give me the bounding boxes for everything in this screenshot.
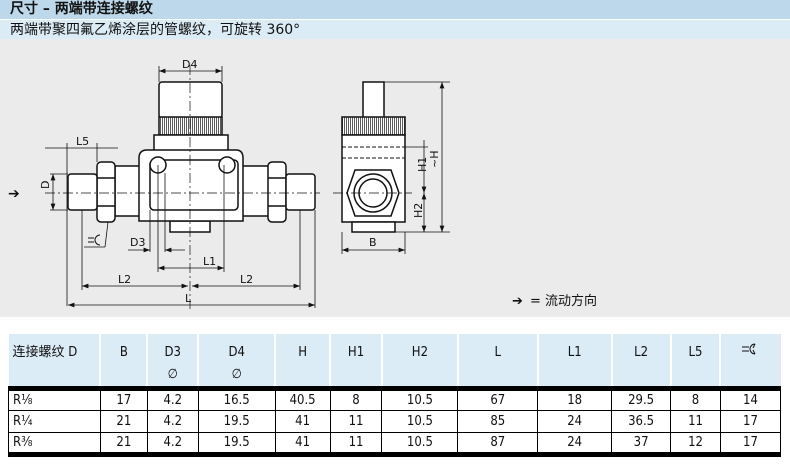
col-l2: L2 <box>610 334 671 391</box>
table-cell: 17 <box>99 388 148 411</box>
side-view <box>341 81 406 233</box>
table-cell: 12 <box>670 432 721 457</box>
label-l1: L1 <box>203 255 216 268</box>
wrench-icon <box>741 343 756 355</box>
label-h1: H1 <box>416 157 429 172</box>
flow-arrow-icon: ➔ <box>8 186 20 202</box>
table-header-row: 连接螺纹 D B D3∅ D4∅ H H1 H2 L L1 L2 L5 <box>8 334 781 391</box>
table-cell: 11 <box>329 410 382 433</box>
col-d3: D3∅ <box>146 334 199 391</box>
table-cell: 17 <box>719 432 782 457</box>
table-cell: 19.5 <box>197 432 276 457</box>
table-cell: 40.5 <box>274 388 331 411</box>
table-cell: 67 <box>457 388 538 411</box>
table-cell: 19.5 <box>197 410 276 433</box>
label-d: D <box>39 181 52 189</box>
col-l5: L5 <box>669 334 721 391</box>
section-title: 尺寸 – 两端带连接螺纹 <box>0 0 790 19</box>
table-cell: 8 <box>329 388 382 411</box>
table-cell: R⅛ <box>8 388 101 411</box>
label-h: ~H <box>428 151 441 169</box>
col-wrench <box>719 334 781 391</box>
label-d3: D3 <box>130 236 145 249</box>
table-cell: 4.2 <box>146 388 199 411</box>
table-cell: 10.5 <box>381 410 458 433</box>
table-cell: 14 <box>719 388 782 411</box>
wrench-icon <box>88 234 101 246</box>
table-cell: 24 <box>537 432 612 457</box>
label-l5: L5 <box>76 135 89 148</box>
table-cell: 29.5 <box>611 388 671 411</box>
table-cell: 11 <box>670 410 721 433</box>
valve-drawing-svg: D4 L5 D D3 L1 L2 L2 L H1 H2 ~H B ➔ ➔ = 流… <box>8 58 597 310</box>
label-h2: H2 <box>412 203 425 218</box>
label-d4: D4 <box>182 58 197 71</box>
table-cell: 37 <box>611 432 671 457</box>
table-cell: 87 <box>457 432 538 457</box>
table-cell: 10.5 <box>381 388 458 411</box>
table-cell: 18 <box>537 388 612 411</box>
dimension-lines <box>45 66 450 308</box>
col-h: H <box>274 334 331 391</box>
table-cell: R¼ <box>8 410 101 433</box>
legend-arrow-icon: ➔ <box>512 294 523 309</box>
col-b: B <box>99 334 148 391</box>
flow-direction-legend: = 流动方向 <box>530 293 597 309</box>
table-cell: 11 <box>329 432 382 457</box>
table-cell: 17 <box>719 410 782 433</box>
col-l1: L1 <box>536 334 612 391</box>
table-cell: 21 <box>99 432 148 457</box>
label-l2-left: L2 <box>118 273 131 286</box>
table-cell: 21 <box>99 410 148 433</box>
table-cell: 4.2 <box>146 410 199 433</box>
table-cell: R⅜ <box>8 432 101 457</box>
front-view <box>67 81 316 233</box>
dimension-drawing: D4 L5 D D3 L1 L2 L2 L H1 H2 ~H B ➔ ➔ = 流… <box>0 39 790 317</box>
table-cell: 41 <box>274 410 331 433</box>
table-cell: 36.5 <box>611 410 671 433</box>
table-cell: 10.5 <box>381 432 458 457</box>
col-h2: H2 <box>380 334 458 391</box>
table-cell: 16.5 <box>197 388 276 411</box>
table-cell: 24 <box>537 410 612 433</box>
section-subtitle: 两端带聚四氟乙烯涂层的管螺纹，可旋转 360° <box>0 19 790 39</box>
label-l: L <box>185 292 192 305</box>
col-d4: D4∅ <box>197 334 276 391</box>
table-cell: 8 <box>670 388 721 411</box>
col-l: L <box>456 334 538 391</box>
table-cell: 85 <box>457 410 538 433</box>
label-l2-right: L2 <box>240 273 253 286</box>
table-cell: 4.2 <box>146 432 199 457</box>
table-cell: 41 <box>274 432 331 457</box>
col-h1: H1 <box>329 334 382 391</box>
col-thread-d: 连接螺纹 D <box>8 334 101 391</box>
label-b: B <box>369 236 377 249</box>
